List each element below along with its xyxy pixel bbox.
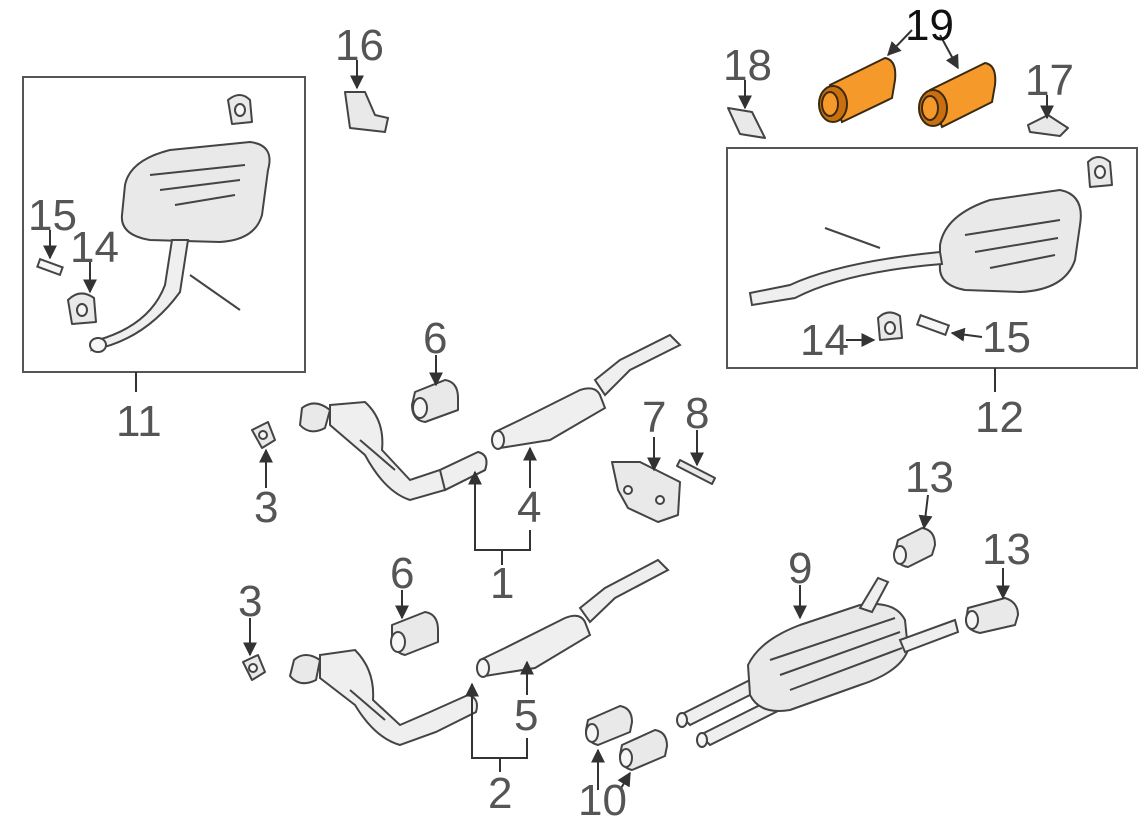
callout-16: 16 <box>335 21 384 70</box>
callout-3-lower: 3 <box>238 577 262 626</box>
part-bracket-17[interactable] <box>1027 114 1069 137</box>
callout-7: 7 <box>642 393 666 442</box>
callout-14-left: 14 <box>70 223 119 272</box>
callout-13-lower: 13 <box>982 525 1031 574</box>
callout-2: 2 <box>488 769 512 818</box>
callout-6-lower: 6 <box>390 549 414 598</box>
group-box-rear-muffler-left <box>22 76 306 392</box>
callout-1: 1 <box>490 559 514 608</box>
part-bracket-7[interactable] <box>611 461 681 523</box>
callout-13-upper: 13 <box>905 453 954 502</box>
callout-10: 10 <box>578 776 627 825</box>
part-tailpipe-tip-19-right[interactable] <box>918 61 997 129</box>
part-clamp-10-b[interactable] <box>619 729 668 771</box>
part-bracket-18[interactable] <box>727 107 766 139</box>
part-tailpipe-tip-19-left[interactable] <box>818 56 897 124</box>
callout-15-left: 15 <box>28 191 77 240</box>
callout-9: 9 <box>788 544 812 593</box>
callout-18: 18 <box>723 41 772 90</box>
callout-4: 4 <box>517 483 541 532</box>
callout-15-right: 15 <box>982 313 1031 362</box>
callout-11: 11 <box>116 397 162 446</box>
part-front-pipe-upper[interactable] <box>299 400 488 502</box>
callout-8: 8 <box>685 389 709 438</box>
part-center-muffler-lower[interactable] <box>476 558 670 678</box>
part-rubber-mount-top-left[interactable] <box>227 94 253 125</box>
callout-17: 17 <box>1025 56 1074 105</box>
part-clamp-13-upper[interactable] <box>893 527 936 568</box>
part-rear-muffler-left[interactable] <box>89 141 271 353</box>
part-pin-15-left[interactable] <box>36 257 64 277</box>
part-rear-muffler-right[interactable] <box>748 189 1082 307</box>
callout-5: 5 <box>514 691 538 740</box>
part-rubber-mount-14-left[interactable] <box>67 292 97 325</box>
callout-19: 19 <box>905 1 954 50</box>
part-pin-15-right[interactable] <box>915 313 951 337</box>
callout-3-upper: 3 <box>254 483 278 532</box>
part-clamp-10-a[interactable] <box>585 705 633 746</box>
part-bracket-16[interactable] <box>344 91 389 133</box>
part-clamp-6-lower[interactable] <box>390 611 439 656</box>
part-clamp-6-upper[interactable] <box>411 379 459 423</box>
part-rubber-mount-14-right[interactable] <box>877 311 903 341</box>
part-strap-8[interactable] <box>676 459 716 485</box>
part-gasket-3-upper[interactable] <box>251 421 276 449</box>
part-resonator-9[interactable] <box>676 576 960 748</box>
part-gasket-3-lower[interactable] <box>242 654 266 681</box>
part-center-muffler-upper[interactable] <box>491 333 682 450</box>
callout-6-upper: 6 <box>423 314 447 363</box>
part-front-pipe-lower[interactable] <box>289 648 478 747</box>
part-rubber-mount-top-right[interactable] <box>1087 156 1113 188</box>
callout-12: 12 <box>975 393 1024 442</box>
group-box-rear-muffler-right <box>726 147 1138 392</box>
part-clamp-13-lower[interactable] <box>965 597 1019 634</box>
callout-14-right: 14 <box>800 316 849 365</box>
